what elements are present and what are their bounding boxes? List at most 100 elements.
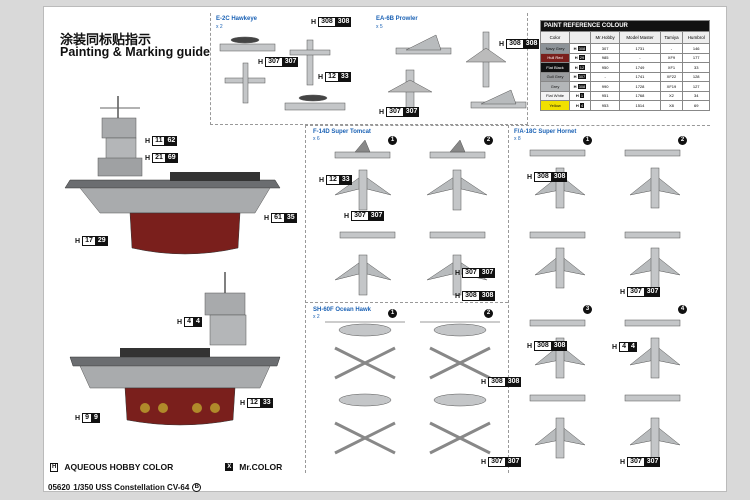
carrier-stern-view [69, 272, 281, 426]
step-marker-4: 4 [678, 305, 687, 314]
paint-mh: 951 [589, 90, 621, 101]
step-marker-1: 1 [583, 136, 592, 145]
paint-name: Gull Grey [539, 71, 571, 82]
paint-name: Navy Grey [539, 43, 571, 54]
divider-top-box [210, 13, 528, 125]
paint-hum: 146 [682, 43, 710, 54]
tomcat-count: x 6 [313, 136, 320, 142]
hawkeye-illustrations [219, 36, 346, 111]
paint-mh: 990 [589, 81, 621, 92]
aqueous-box: H [50, 462, 59, 472]
seahawk-title: SH-60F Ocean Hawk [313, 307, 372, 313]
paint-name: Yellow [539, 100, 571, 111]
paint-tam: X2 [659, 90, 684, 101]
paint-tam: XF22 [659, 71, 684, 82]
paint-tam: XF1 [659, 62, 684, 73]
paint-name: Flat Black [539, 62, 571, 73]
paint-code: H 29 [569, 52, 591, 63]
prowler-count: x 5 [376, 24, 383, 30]
step-marker-1: 1 [388, 136, 397, 145]
prowler-illustrations [387, 31, 527, 116]
paint-code: H 308 [569, 43, 591, 54]
seahawk-count: x 2 [313, 314, 320, 320]
paint-name: Flat White [539, 90, 571, 101]
paint-mh: 950 [589, 62, 621, 73]
tomcat-title: F-14D Super Tomcat [313, 129, 371, 135]
sheet-letter: B [192, 483, 202, 492]
paint-tam: - [659, 43, 684, 54]
paint-name: Grey [539, 81, 571, 92]
paint-mh: 985 [589, 52, 621, 63]
paint-tam: XF19 [659, 81, 684, 92]
paint-code: H 1 [569, 90, 591, 101]
paint-code: H 307 [569, 71, 591, 82]
paint-mh: 953 [589, 100, 621, 111]
title-chinese: 涂装同标贴指示 [60, 32, 152, 47]
paint-mm: 1728 [619, 81, 661, 92]
paint-hum: 69 [682, 100, 710, 111]
paint-hum: 33 [682, 62, 710, 73]
paint-reference-table: PAINT REFERENCE COLOUR Color Mr.Hobby Mo… [539, 20, 710, 111]
paint-tam: XF9 [659, 52, 684, 63]
color-legend: H AQUEOUS HOBBY COLOR X Mr.COLOR [50, 462, 282, 472]
product-code: 05620 [48, 483, 71, 492]
paint-hum: 34 [682, 90, 710, 101]
paint-hum: 127 [682, 81, 710, 92]
aqueous-label: AQUEOUS HOBBY COLOR [64, 462, 174, 472]
divider-seahawk [305, 302, 508, 303]
paint-tam: X8 [659, 100, 684, 111]
paint-mm: 1768 [619, 90, 661, 101]
paint-mm: 1749 [619, 62, 661, 73]
col-modelmaster: Model Master [619, 31, 661, 44]
paint-hum: 128 [682, 71, 710, 82]
divider-vertical-left [305, 125, 306, 473]
divider-horizontal [305, 125, 710, 126]
paint-name: Hull Red [539, 52, 571, 63]
divider-vertical-mid [508, 125, 509, 473]
seahawk-illustrations [325, 321, 500, 455]
step-marker-3: 3 [583, 305, 592, 314]
paint-mh: 307 [589, 43, 621, 54]
col-mrhobby: Mr.Hobby [589, 31, 621, 44]
mr-color-box: X [225, 463, 234, 471]
paint-code: H 12 [569, 62, 591, 73]
paint-mm: - [619, 52, 661, 63]
step-marker-2: 2 [484, 136, 493, 145]
paint-code: H 4 [569, 100, 591, 111]
footer: 05620 1/350 USS Constellation CV-64 B [48, 483, 202, 492]
hornet-title: F/A-18C Super Hornet [514, 129, 577, 135]
hornet-count: x 8 [514, 136, 521, 142]
step-marker-1: 1 [388, 309, 397, 318]
hornet-illustrations [529, 149, 681, 459]
paint-code: H 308 [569, 81, 591, 92]
carrier-bow-view [64, 96, 281, 255]
product-title: 1/350 USS Constellation CV-64 [73, 483, 190, 492]
prowler-title: EA-6B Prowler [376, 16, 418, 22]
